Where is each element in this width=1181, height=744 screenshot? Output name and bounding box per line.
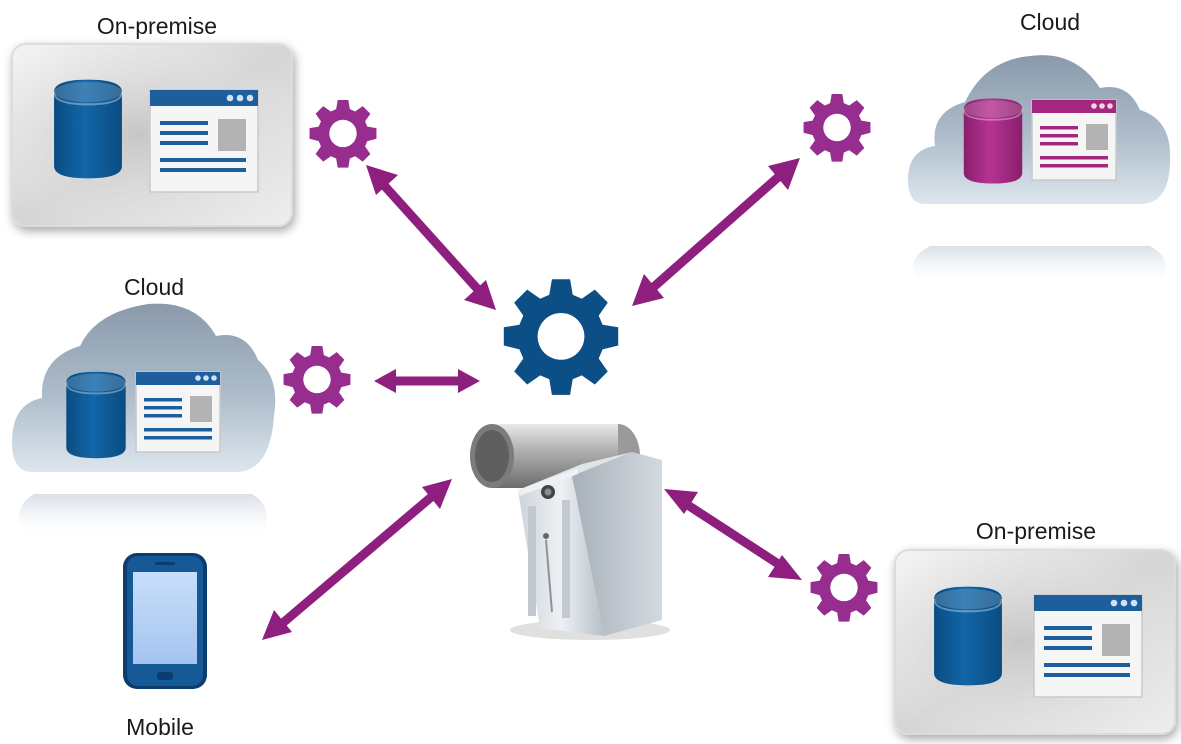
database-icon [53, 78, 123, 180]
cloud-mid-left [12, 303, 276, 540]
cloud-label: Cloud [123, 274, 185, 300]
gear-icon [283, 346, 351, 414]
database-icon [933, 585, 1003, 687]
double-arrow-icon [632, 158, 800, 306]
database-icon [65, 370, 127, 460]
connection-arrows [262, 158, 802, 640]
double-arrow-icon [366, 165, 496, 310]
on-premise-label: On-premise [96, 13, 218, 39]
double-arrow-icon [664, 489, 802, 580]
on-premise-label: On-premise [975, 518, 1097, 544]
gear-icon [503, 279, 619, 395]
application-window-icon [149, 89, 259, 193]
mobile-label: Mobile [126, 714, 194, 740]
double-arrow-icon [262, 479, 452, 640]
database-icon [962, 97, 1024, 185]
application-window-icon [1033, 594, 1143, 698]
cloud-top-right [908, 55, 1171, 286]
server-tower-icon [510, 452, 670, 640]
gear-icon [810, 554, 878, 622]
gear-icon [309, 100, 377, 168]
cloud-label: Cloud [1019, 9, 1081, 35]
application-window-icon [1031, 99, 1117, 181]
smartphone-icon [123, 553, 207, 689]
double-arrow-icon [374, 369, 480, 393]
on-premise-panel-top-left [11, 43, 293, 227]
application-window-icon [135, 371, 221, 453]
on-premise-panel-bottom-right [894, 549, 1176, 735]
gear-icon [803, 94, 871, 162]
